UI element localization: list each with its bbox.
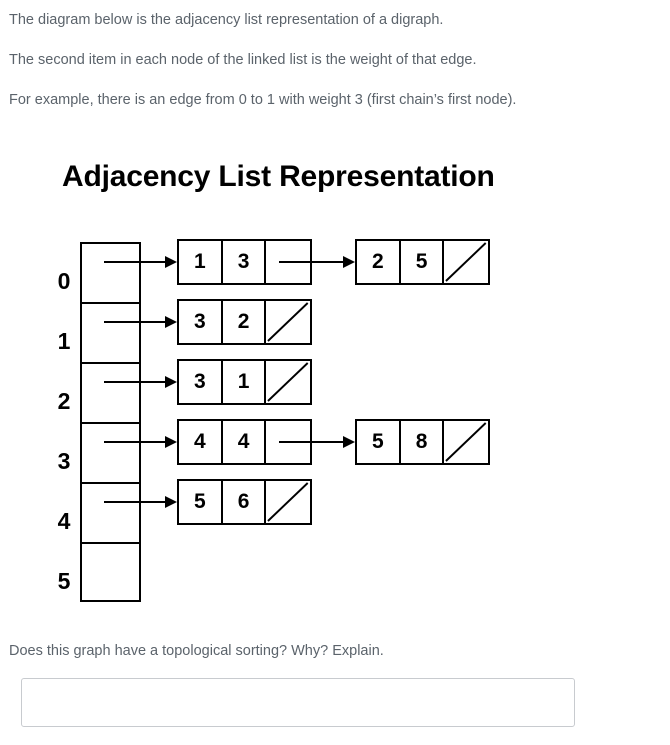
node-weight-cell: 3: [223, 241, 267, 283]
node-null-cell: [444, 241, 488, 283]
node-vertex-cell: 5: [179, 481, 223, 523]
node-null-cell: [266, 481, 310, 523]
intro-line-3: For example, there is an edge from 0 to …: [9, 92, 517, 108]
node-vertex-cell: 5: [357, 421, 401, 463]
pointer-arrow: [279, 436, 355, 448]
pointer-arrow: [104, 316, 177, 328]
index-label-2: 2: [57, 388, 71, 414]
node-null-cell: [266, 361, 310, 403]
null-slash-icon: [267, 302, 309, 342]
intro-line-1: The diagram below is the adjacency list …: [9, 12, 444, 28]
pointer-arrow: [279, 256, 355, 268]
pointer-arrow: [104, 436, 177, 448]
node-weight-cell: 6: [223, 481, 267, 523]
null-slash-icon: [267, 482, 309, 522]
pointer-arrow: [104, 376, 177, 388]
index-label-4: 4: [57, 508, 71, 534]
intro-line-2: The second item in each node of the link…: [9, 52, 477, 68]
pointer-arrow: [104, 256, 177, 268]
node-null-cell: [266, 301, 310, 343]
index-cell-0: [82, 244, 139, 304]
node-vertex-cell: 1: [179, 241, 223, 283]
null-slash-icon: [445, 422, 487, 462]
index-cell-3: [82, 424, 139, 484]
node-weight-cell: 1: [223, 361, 267, 403]
index-cell-5: [82, 544, 139, 604]
pointer-arrow: [104, 496, 177, 508]
index-cell-1: [82, 304, 139, 364]
node-vertex-cell: 3: [179, 361, 223, 403]
node-vertex-cell: 2: [357, 241, 401, 283]
node-weight-cell: 8: [401, 421, 445, 463]
index-label-5: 5: [57, 568, 71, 594]
index-label-0: 0: [57, 268, 71, 294]
node-null-cell: [444, 421, 488, 463]
node-vertex-cell: 4: [179, 421, 223, 463]
index-cell-2: [82, 364, 139, 424]
index-column: [80, 242, 141, 602]
index-cell-4: [82, 484, 139, 544]
null-slash-icon: [445, 242, 487, 282]
node-weight-cell: 5: [401, 241, 445, 283]
figure-title: Adjacency List Representation: [62, 160, 495, 193]
null-slash-icon: [267, 362, 309, 402]
index-label-3: 3: [57, 448, 71, 474]
node-weight-cell: 2: [223, 301, 267, 343]
node-weight-cell: 4: [223, 421, 267, 463]
question-prompt: Does this graph have a topological sorti…: [9, 643, 384, 659]
node-vertex-cell: 3: [179, 301, 223, 343]
index-label-1: 1: [57, 328, 71, 354]
answer-textarea[interactable]: [21, 678, 575, 727]
